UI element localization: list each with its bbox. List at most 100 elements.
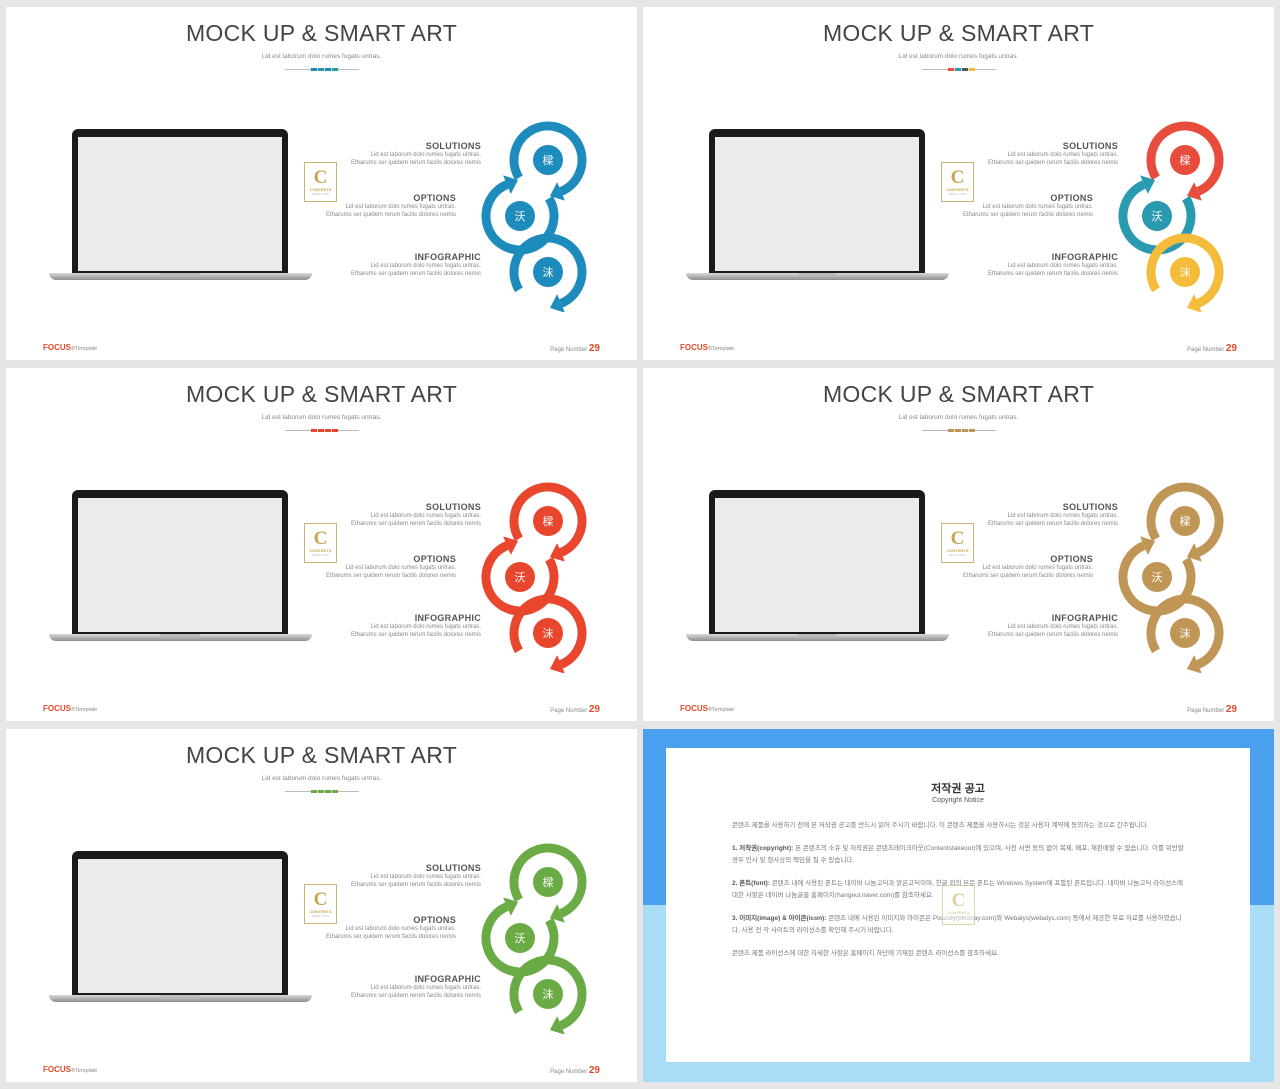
footer-brand: FOCUS®Template bbox=[680, 343, 734, 352]
copyright-paper: 저작권 공고 Copyright Notice 콘텐츠 제품을 사용하기 전에 … bbox=[666, 748, 1250, 1062]
laptop-screen[interactable] bbox=[78, 498, 282, 632]
title-dot bbox=[325, 790, 331, 793]
page-label: Page Number bbox=[550, 1069, 588, 1075]
slide-3[interactable]: MOCK UP & SMART ART Lid est laborum dolo… bbox=[6, 368, 637, 721]
copyright-para-3: 2. 폰트(font): 콘텐츠 내에 사용된 폰트는 네이버 나눔고딕과 맑은… bbox=[732, 878, 1184, 902]
circle-arrow-options: 沃 bbox=[481, 175, 559, 255]
footer-brand: FOCUS®Template bbox=[43, 1065, 97, 1074]
copyright-para-3-text: 콘텐츠 내에 사용된 폰트는 네이버 나눔고딕과 맑은고딕이며, 한글 외의 본… bbox=[732, 880, 1184, 899]
footer-page: Page Number 29 bbox=[550, 704, 600, 715]
center-glyph: 沫 bbox=[543, 627, 554, 640]
item-options: OPTIONS Lid est laborum dolo rumes fugat… bbox=[963, 193, 1093, 219]
title-dots bbox=[948, 429, 975, 432]
center-dot bbox=[505, 562, 535, 592]
item-heading: INFOGRAPHIC bbox=[414, 613, 481, 623]
brand-name: FOCUS bbox=[43, 704, 71, 713]
page-number: 29 bbox=[1225, 343, 1237, 354]
brand-suffix: ®Template bbox=[708, 707, 735, 713]
circle-arrow-solutions: 樑 bbox=[509, 482, 587, 562]
slide-subtitle: Lid est laborum dolo rumes fugats untras… bbox=[261, 775, 382, 782]
item-heading: OPTIONS bbox=[413, 193, 456, 203]
item-line-2: Etharums ser quidem rerum facilis dolore… bbox=[987, 160, 1118, 166]
logo-word-2: READ LOOK bbox=[948, 553, 967, 557]
center-dot bbox=[533, 145, 563, 175]
ring-arc bbox=[1118, 541, 1196, 616]
slide-4[interactable]: MOCK UP & SMART ART Lid est laborum dolo… bbox=[643, 368, 1274, 721]
center-dot bbox=[505, 923, 535, 953]
logo-word-1: CONTENTS bbox=[309, 909, 332, 914]
item-line-2: Etharums ser quidem rerum facilis dolore… bbox=[350, 993, 481, 999]
item-solutions: SOLUTIONS Lid est laborum dolo rumes fug… bbox=[988, 141, 1118, 167]
laptop-screen[interactable] bbox=[715, 137, 919, 271]
item-line-2: Etharums ser quidem rerum facilis dolore… bbox=[350, 271, 481, 277]
title-dot bbox=[969, 68, 975, 71]
brand-name: FOCUS bbox=[43, 343, 71, 352]
slide-5[interactable]: MOCK UP & SMART ART Lid est laborum dolo… bbox=[6, 729, 637, 1082]
slide-6-copyright[interactable]: 저작권 공고 Copyright Notice 콘텐츠 제품을 사용하기 전에 … bbox=[643, 729, 1274, 1082]
copyright-para-2-head: 1. 저작권(copyright): bbox=[732, 845, 794, 852]
item-line-2: Etharums ser quidem rerum facilis dolore… bbox=[350, 160, 481, 166]
ring-arc bbox=[1146, 482, 1224, 557]
brand-suffix: ®Template bbox=[71, 346, 98, 352]
item-line-1: Lid est laborum dolo rumes fugats untras… bbox=[982, 565, 1093, 571]
logo-word-1: CONTENTS bbox=[946, 548, 969, 553]
laptop-mockup bbox=[49, 851, 312, 1004]
footer-page: Page Number 29 bbox=[1187, 704, 1237, 715]
copyright-para-2-text: 본 콘텐츠의 소유 및 저작권은 콘텐츠테이크아웃(Contentstakeou… bbox=[732, 845, 1184, 864]
item-line-1: Lid est laborum dolo rumes fugats untras… bbox=[345, 926, 456, 932]
ring-arc bbox=[1146, 594, 1224, 669]
center-glyph: 沫 bbox=[1180, 627, 1191, 640]
slide-subtitle: Lid est laborum dolo rumes fugats untras… bbox=[261, 414, 382, 421]
arrow-head-icon bbox=[549, 1016, 565, 1034]
title-dot bbox=[311, 790, 317, 793]
logo-letter: C bbox=[313, 528, 328, 549]
laptop-notch bbox=[160, 273, 200, 276]
page-number: 29 bbox=[588, 343, 600, 354]
laptop-screen-frame bbox=[72, 129, 288, 273]
slide-title: MOCK UP & SMART ART bbox=[185, 381, 458, 407]
center-dot bbox=[1170, 618, 1200, 648]
item-heading: SOLUTIONS bbox=[425, 863, 481, 873]
title-dots bbox=[311, 68, 338, 71]
circular-arrows-infographic: 樑沃沫 bbox=[1118, 482, 1224, 673]
copyright-para-4: 3. 이미지(image) & 아이콘(icon): 콘텐츠 내에 사용된 이미… bbox=[732, 913, 1184, 937]
item-heading: INFOGRAPHIC bbox=[414, 974, 481, 984]
slide-2[interactable]: MOCK UP & SMART ART Lid est laborum dolo… bbox=[643, 7, 1274, 360]
center-glyph: 沃 bbox=[515, 932, 526, 945]
laptop-screen[interactable] bbox=[78, 859, 282, 993]
center-glyph: 沃 bbox=[515, 210, 526, 223]
item-line-2: Etharums ser quidem rerum facilis dolore… bbox=[987, 521, 1118, 527]
circle-arrow-infographic: 沫 bbox=[1146, 233, 1224, 312]
logo-word-1: CONTENTS bbox=[947, 910, 970, 915]
center-dot bbox=[1170, 506, 1200, 536]
item-line-2: Etharums ser quidem rerum facilis dolore… bbox=[962, 573, 1093, 579]
circular-arrows-infographic: 樑沃沫 bbox=[481, 121, 587, 312]
center-dot bbox=[1142, 562, 1172, 592]
item-heading: SOLUTIONS bbox=[425, 502, 481, 512]
item-line-1: Lid est laborum dolo rumes fugats untras… bbox=[370, 985, 481, 991]
logo-word-2: READ LOOK bbox=[311, 914, 330, 918]
logo-word-1: CONTENTS bbox=[309, 548, 332, 553]
item-heading: OPTIONS bbox=[413, 915, 456, 925]
item-solutions: SOLUTIONS Lid est laborum dolo rumes fug… bbox=[351, 141, 481, 167]
contents-logo: C CONTENTS READ LOOK bbox=[941, 523, 974, 563]
slide-title: MOCK UP & SMART ART bbox=[822, 381, 1095, 407]
footer-page: Page Number 29 bbox=[550, 343, 600, 354]
title-dot bbox=[311, 68, 317, 71]
circle-arrow-options: 沃 bbox=[1118, 536, 1196, 616]
copyright-title: 저작권 공고 bbox=[931, 783, 985, 795]
laptop-screen-frame bbox=[72, 851, 288, 995]
circle-arrow-solutions: 樑 bbox=[1146, 121, 1224, 201]
slide-1[interactable]: MOCK UP & SMART ART Lid est laborum dolo… bbox=[6, 7, 637, 360]
item-line-1: Lid est laborum dolo rumes fugats untras… bbox=[345, 565, 456, 571]
logo-letter: C bbox=[950, 528, 965, 549]
laptop-screen[interactable] bbox=[78, 137, 282, 271]
logo-word-2: READ LOOK bbox=[311, 192, 330, 196]
item-heading: OPTIONS bbox=[1050, 554, 1093, 564]
laptop-screen[interactable] bbox=[715, 498, 919, 632]
arrow-head-icon bbox=[549, 543, 565, 562]
brand-suffix: ®Template bbox=[71, 1068, 98, 1074]
page-label: Page Number bbox=[550, 347, 588, 353]
center-glyph: 沫 bbox=[1180, 266, 1191, 279]
circle-arrow-solutions: 樑 bbox=[509, 843, 587, 923]
